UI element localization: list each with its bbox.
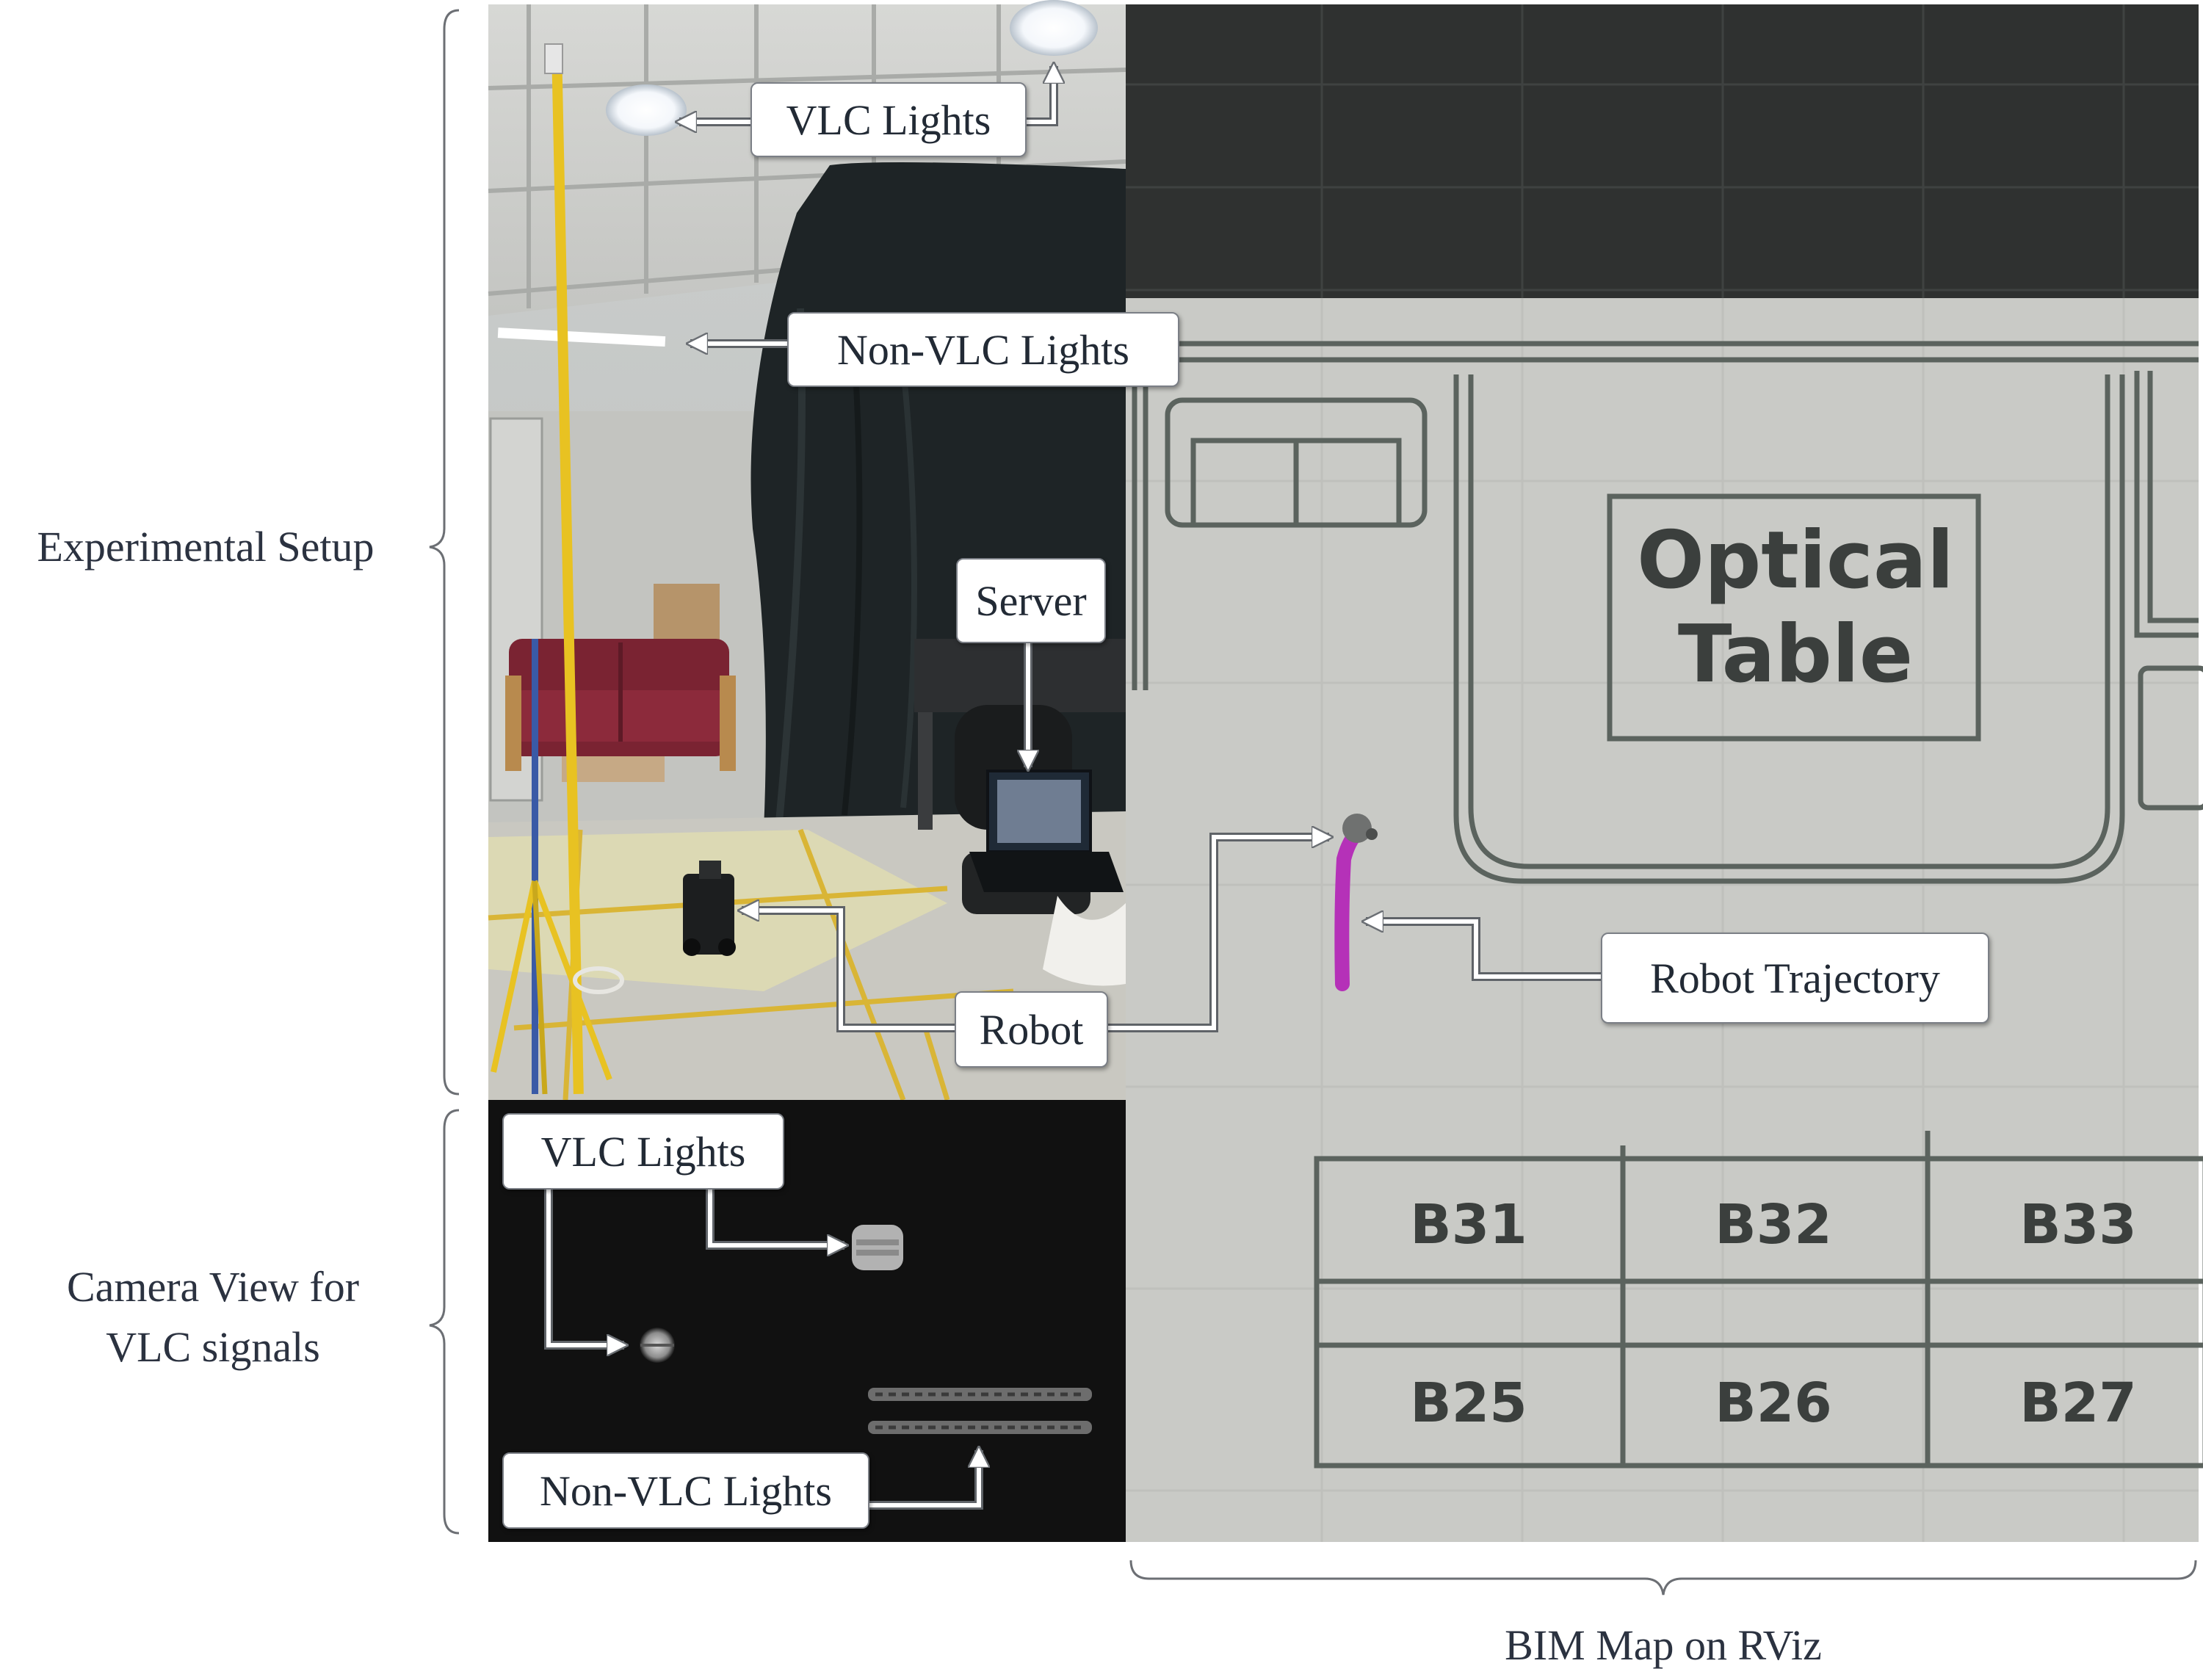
light-tripod (491, 43, 624, 1095)
camera-vlc-spot-large (852, 1225, 903, 1270)
label-camera-view-line2: VLC signals (106, 1323, 320, 1371)
bracket-camera-view (429, 1109, 460, 1535)
label-camera-view-line1: Camera View for (66, 1263, 360, 1311)
callout-robot-trajectory: Robot Trajectory (1601, 933, 1989, 1024)
lab-photo (488, 0, 1126, 1101)
non-vlc-strip (497, 327, 666, 347)
bin-label-b32: B32 (1715, 1193, 1832, 1256)
bim-map-panel (1126, 4, 2203, 1542)
bracket-experimental-setup (429, 9, 460, 1096)
vlc-lamp-right (1010, 0, 1098, 56)
label-camera-view: Camera View for VLC signals (15, 1257, 411, 1377)
bin-label-b27: B27 (2019, 1372, 2137, 1435)
callout-non-vlc-lights-camera: Non-VLC Lights (502, 1452, 869, 1529)
label-experimental-setup: Experimental Setup (37, 523, 375, 571)
callout-vlc-lights-top: VLC Lights (750, 82, 1027, 157)
callout-non-vlc-lights-top: Non-VLC Lights (787, 312, 1179, 387)
bin-label-b26: B26 (1715, 1372, 1832, 1435)
bin-label-b31: B31 (1410, 1193, 1527, 1256)
camera-non-vlc-strip-1 (868, 1388, 1092, 1401)
callout-vlc-lights-camera: VLC Lights (502, 1113, 784, 1190)
vlc-lamp-left (606, 84, 687, 136)
robot-photo (683, 861, 736, 956)
brackets (429, 9, 2197, 1596)
optical-table-line2: Table (1677, 609, 1914, 700)
optical-table-line1: Optical (1637, 515, 1954, 607)
connector-arrows (544, 66, 1601, 1510)
optical-table-label: Optical Table (1616, 514, 1975, 702)
bin-label-b25: B25 (1410, 1372, 1527, 1435)
callout-robot: Robot (955, 991, 1108, 1068)
label-bim-map: BIM Map on RViz (1505, 1621, 1822, 1669)
robot-marker (1342, 814, 1372, 843)
camera-non-vlc-strip-2 (868, 1421, 1092, 1434)
bracket-bim-map (1129, 1560, 2197, 1596)
callout-server: Server (956, 558, 1106, 643)
bin-label-b33: B33 (2019, 1193, 2137, 1256)
